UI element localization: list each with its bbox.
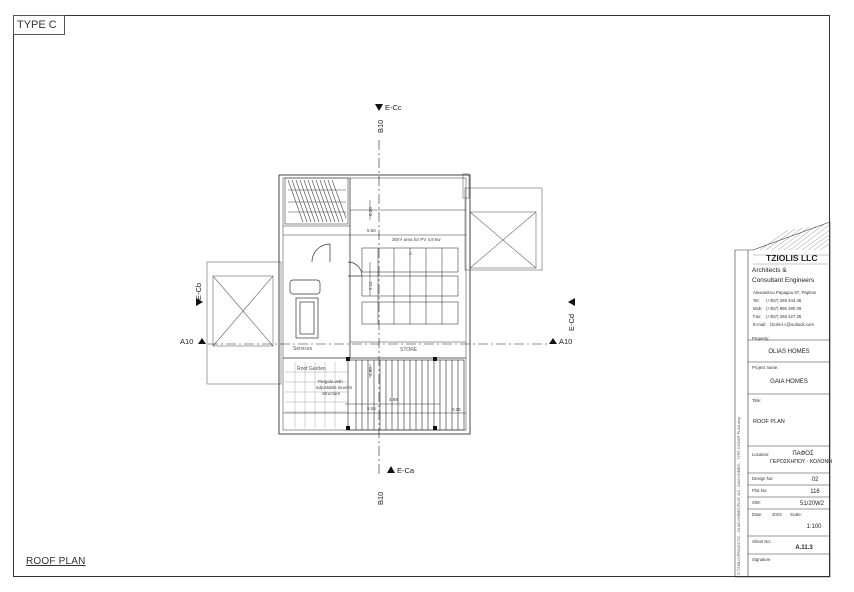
label-b10-top: B10 <box>376 119 385 133</box>
label-a10-left: A10 <box>180 337 194 346</box>
label-e-cb: E-Cb <box>194 282 203 300</box>
mob-label: Mob: <box>753 306 763 311</box>
label-e-ca: E-Ca <box>397 466 415 475</box>
sheet-value: A.11.3 <box>795 545 813 551</box>
property-value: OLIAS HOMES <box>768 349 810 355</box>
sm-value: 51/20W2 <box>799 501 824 507</box>
location-value-1: ΠΑΦΟΣ <box>792 451 814 457</box>
email-label: E-mail: <box>753 322 767 327</box>
drawing-title: ROOF PLAN <box>26 556 86 567</box>
date-value: 2023 <box>772 512 782 517</box>
sheet-border <box>13 15 830 577</box>
design-value: 02 <box>811 477 819 483</box>
company-address: Alexandrou Papagou 57, Paphos <box>753 290 817 295</box>
label-a10-right: A10 <box>559 337 573 346</box>
date-label: Date: <box>752 512 763 517</box>
building-outline <box>278 174 471 435</box>
signature-label: Signature <box>752 557 771 562</box>
left-pergola-outline <box>206 261 282 385</box>
fax-label: Fax: <box>753 314 762 319</box>
project-value: GAIA HOMES <box>770 379 808 385</box>
room-store: STORE <box>400 347 418 353</box>
dim-0-25: 0.25 <box>452 407 461 412</box>
dim-width-bottom: 4.69 <box>389 397 398 402</box>
tel-value: (+357) 269 444 45 <box>766 298 802 303</box>
project-label: Project name: <box>752 365 779 370</box>
roof-garden-grid <box>285 362 348 428</box>
tel-label: Tel: <box>753 298 760 303</box>
location-value-2: ΓΕΡΟΣΚΗΠΟΥ - ΚΟΛΟΝΗ <box>770 459 832 465</box>
room-roof-garden: Roof Garden <box>297 366 326 372</box>
marker-e-ca <box>387 466 395 473</box>
title-block-frame <box>734 221 831 578</box>
scale-value: 1:100 <box>806 524 822 530</box>
dim-width-top: 5.56 <box>367 228 376 233</box>
pergola-note-1: Pergola with <box>318 379 343 384</box>
label-e-cd: E-Cd <box>567 313 576 331</box>
room-services: Services <box>293 346 313 352</box>
services-cabinet <box>295 297 319 339</box>
file-path-vertical: Z:\TZIOLIS\PROJECTS\... OLIAS HOMES\PLOT… <box>737 417 741 575</box>
location-label: Location: <box>752 452 770 457</box>
property-label: Property: <box>752 336 770 341</box>
plot-value: 116 <box>810 489 820 495</box>
pergola-note-3: Structure <box>322 391 341 396</box>
mob-value: (+357) 996 280 09 <box>766 306 802 311</box>
marker-e-cd <box>568 298 575 306</box>
pv-area-note: 30m² area for PV 4.8 kw <box>392 237 441 242</box>
scale-label: Scale: <box>790 512 802 517</box>
dim-0-20: 0.20 <box>368 207 373 216</box>
company-subtitle-2: Consultant Engineers <box>752 277 815 284</box>
marker-a10-left <box>198 338 206 344</box>
design-label: Design No: <box>752 476 774 481</box>
title-block-hatch <box>753 224 831 265</box>
fax-value: (+357) 269 427 35 <box>766 314 802 319</box>
left-pergola-box <box>212 275 274 347</box>
sheet-label: Sheet No: <box>752 539 772 544</box>
pv-panels <box>361 247 459 325</box>
dim-2-11: 2.11 <box>368 281 373 290</box>
pergola-note-2: adjustable louvres <box>316 385 353 390</box>
sm-label: S/M: <box>752 500 761 505</box>
company-subtitle-1: Architects & <box>752 267 787 274</box>
email-value: tziolis-l.c@outlook.com <box>770 322 815 327</box>
dim-mid-vertical: 1.90 <box>368 367 373 376</box>
services-unit <box>289 279 321 295</box>
company-name: TZIOLIS LLC <box>766 253 818 263</box>
stair-hatch <box>284 177 349 225</box>
pv-marker: A <box>409 251 413 256</box>
plot-label: Plot No: <box>752 488 768 493</box>
marker-e-cc <box>375 104 383 111</box>
marker-a10-right <box>549 338 557 344</box>
marker-e-cb <box>196 298 203 306</box>
title-value: ROOF PLAN <box>753 419 785 425</box>
title-label: Title: <box>752 398 762 403</box>
pergola-louvres <box>347 359 465 431</box>
dim-width-mid: 5.56 <box>367 406 376 411</box>
label-e-cc: E-Cc <box>385 103 402 112</box>
door-swing-1 <box>311 243 331 263</box>
label-b10-bottom: B10 <box>376 491 385 505</box>
right-pergola-outline <box>464 187 543 271</box>
type-label: TYPE C <box>13 15 65 35</box>
